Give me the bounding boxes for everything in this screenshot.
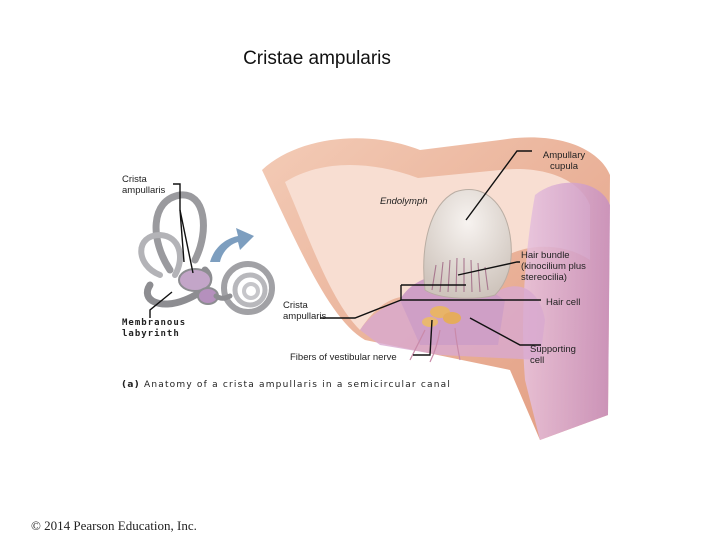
label-hair-bundle: Hair bundle (kinocilium plus stereocilia…	[521, 250, 603, 283]
enlarge-arrow-icon	[210, 228, 254, 262]
caption-text: Anatomy of a crista ampullaris in a semi…	[144, 380, 451, 390]
caption-tag: (a)	[122, 380, 140, 390]
label-hair-cell: Hair cell	[546, 297, 580, 308]
label-fibers-vestibular-nerve: Fibers of vestibular nerve	[290, 352, 397, 363]
label-supporting-cell: Supporting cell	[530, 344, 592, 366]
label-endolymph: Endolymph	[380, 196, 428, 207]
label-crista-ampullaris-left: Crista ampullaris	[122, 174, 178, 196]
label-membranous-labyrinth: Membranous labyrinth	[122, 318, 212, 340]
figure-caption: (a) Anatomy of a crista ampullaris in a …	[122, 380, 451, 390]
label-ampullary-cupula: Ampullary cupula	[534, 150, 594, 172]
copyright-notice: © 2014 Pearson Education, Inc.	[31, 518, 197, 534]
membranous-labyrinth-sketch	[141, 195, 272, 312]
label-crista-ampullaris-center: Crista ampullaris	[283, 300, 341, 322]
